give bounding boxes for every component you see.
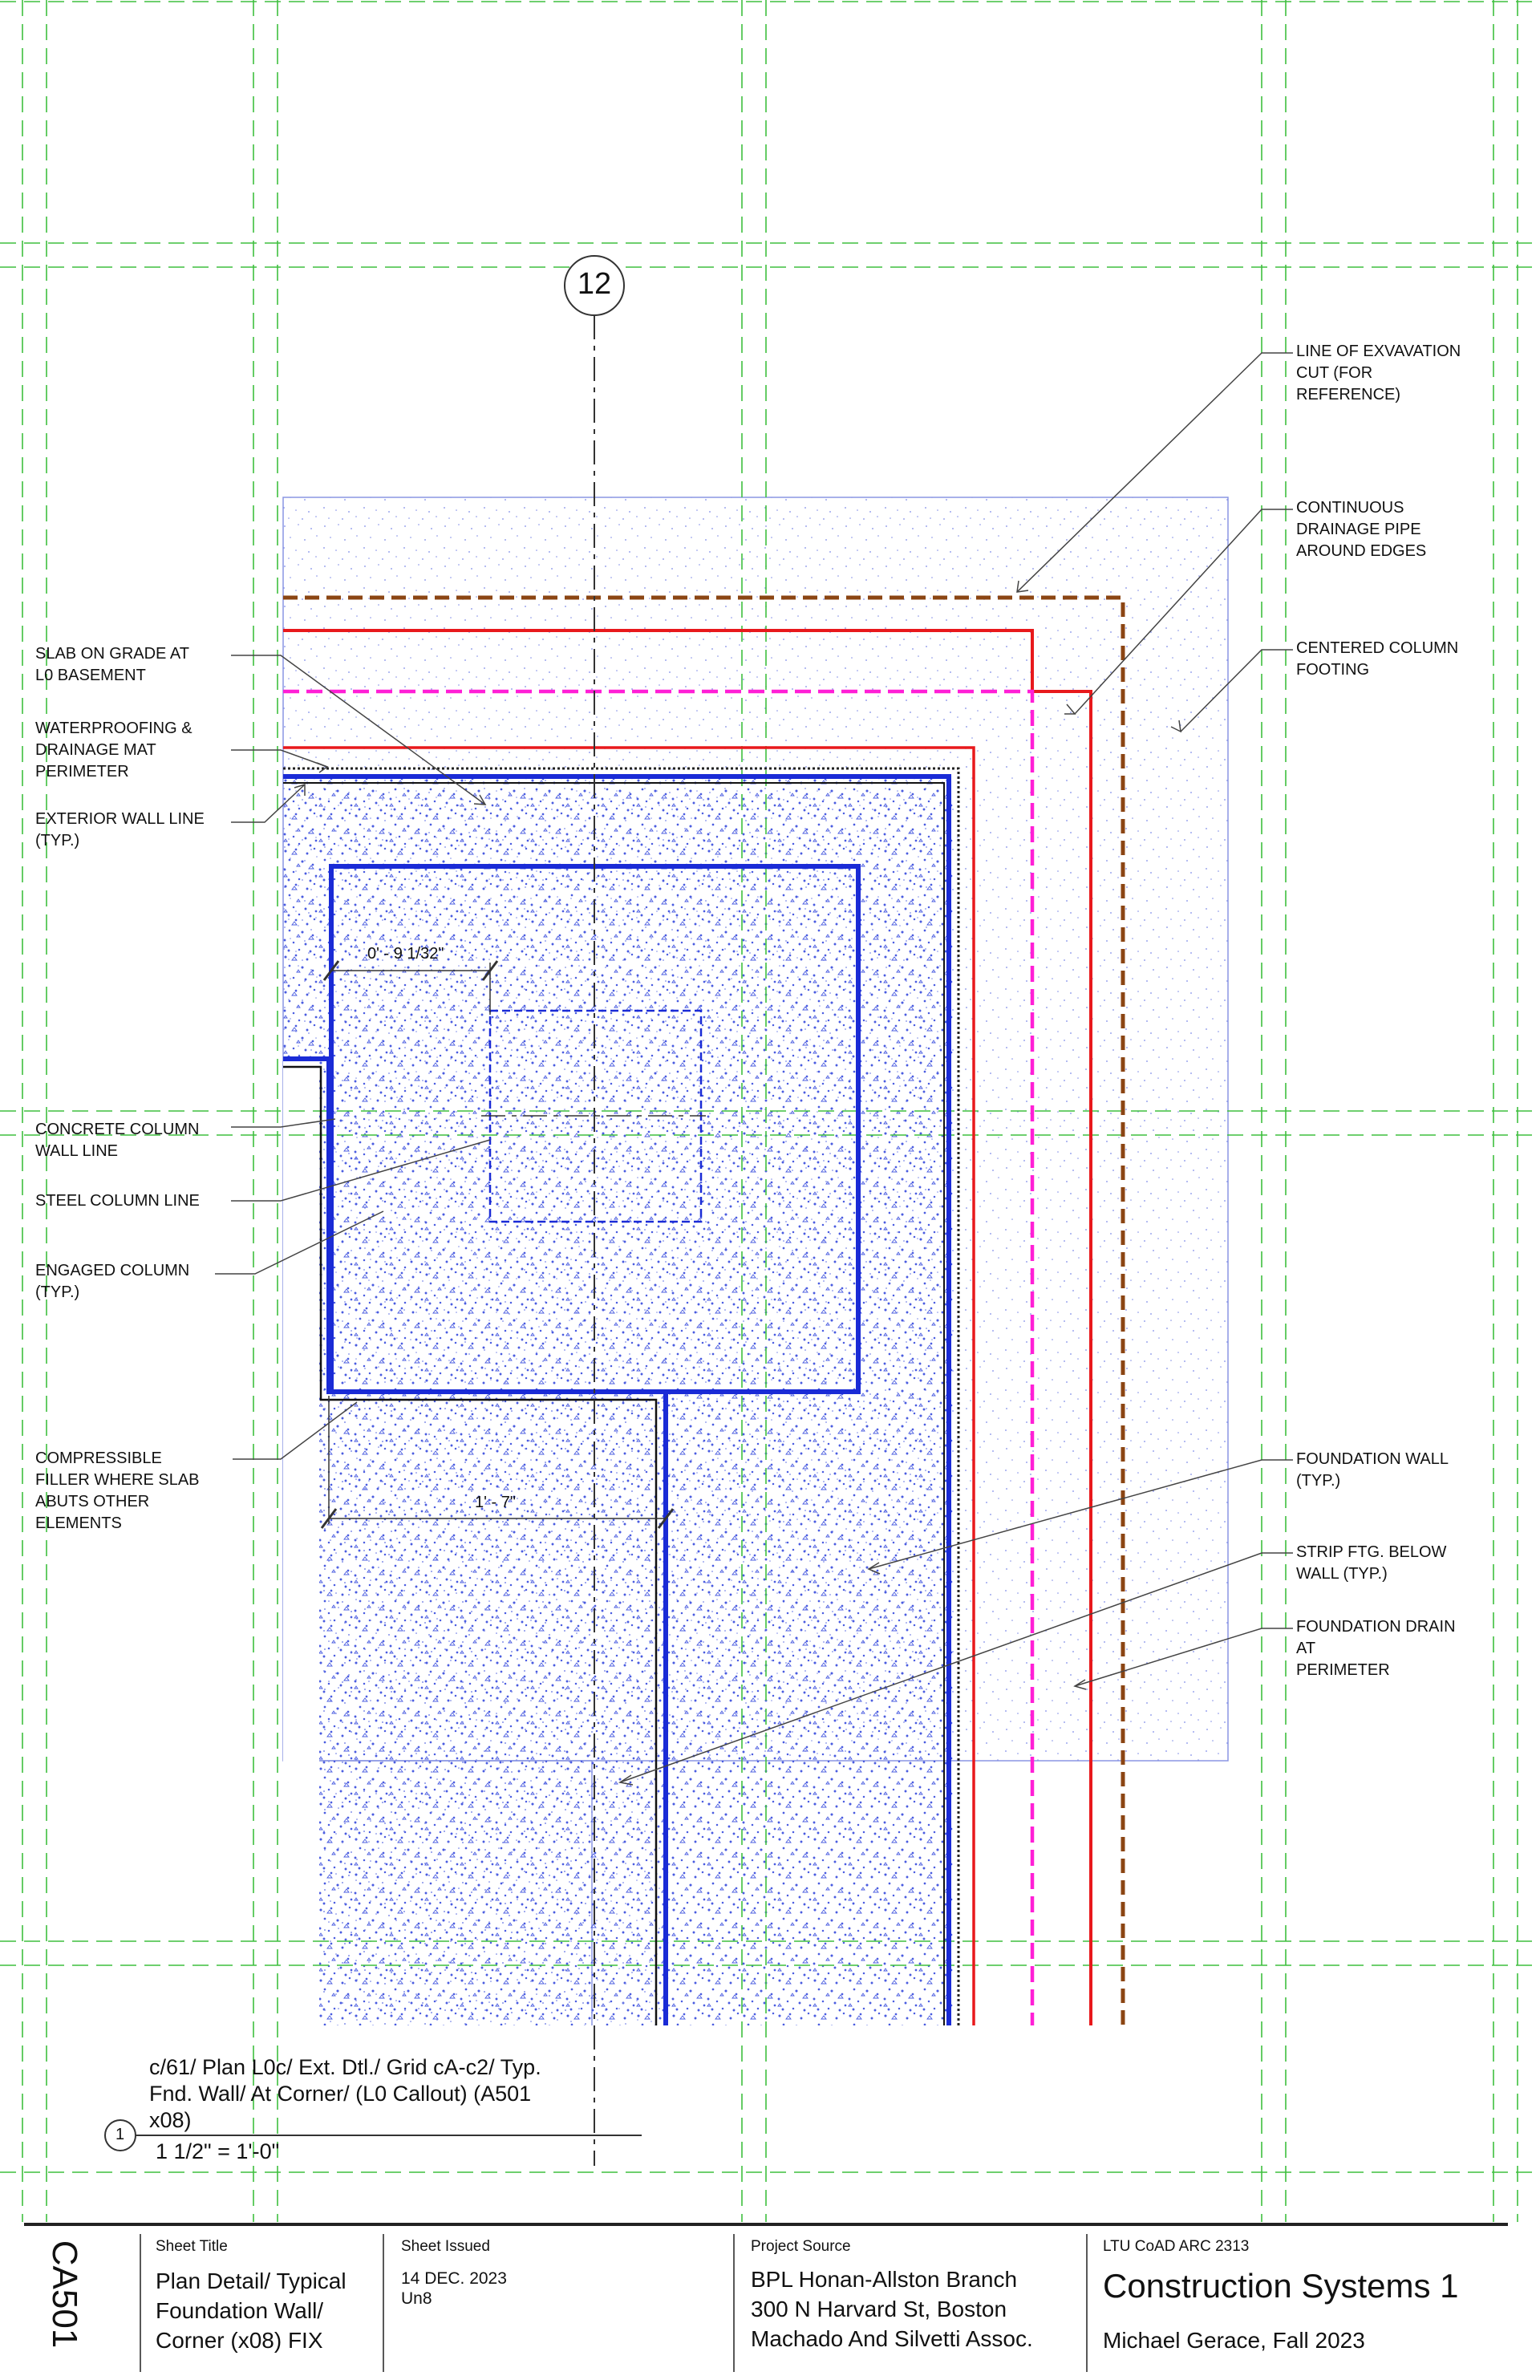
project-source: BPL Honan-Allston Branch 300 N Harvard S… <box>751 2267 1033 2351</box>
sheet-title: Plan Detail/ Typical Foundation Wall/ Co… <box>156 2269 346 2353</box>
annotation-strip-footing: STRIP FTG. BELOW WALL (TYP.) <box>1296 1543 1447 1583</box>
grid-bubble-label: 12 <box>577 267 612 301</box>
sheet-issued-code: Un8 <box>401 2289 432 2308</box>
view-scale: 1 1/2" = 1'-0" <box>156 2139 280 2163</box>
annotation-slab-on-grade: SLAB ON GRADE AT L0 BASEMENT <box>35 645 189 684</box>
leaders <box>215 352 1293 1783</box>
sheet-number: CA501 <box>45 2240 84 2349</box>
drainage-mat-line <box>283 767 960 2025</box>
sheet-title-label: Sheet Title <box>156 2238 228 2255</box>
sheet-issued-date: 14 DEC. 2023 <box>401 2269 507 2288</box>
annotation-drainage-pipe: CONTINUOUS DRAINAGE PIPE AROUND EDGES <box>1296 499 1427 560</box>
dimension-top <box>322 960 499 1015</box>
foundation-wall-outer <box>283 774 951 2025</box>
annotation-compressible-filler: COMPRESSIBLE FILLER WHERE SLAB ABUTS OTH… <box>35 1449 200 1532</box>
title-block-frame <box>24 2223 1508 2372</box>
annotation-concrete-column-wall-line: CONCRETE COLUMN WALL LINE <box>35 1121 200 1160</box>
waterproofing-line <box>283 746 975 2025</box>
leader-arrows <box>294 580 1181 1786</box>
annotation-excavation-cut: LINE OF EXVAVATION CUT (FOR REFERENCE) <box>1296 343 1461 403</box>
foundation-wall-outer-black <box>283 782 945 2025</box>
annotation-foundation-wall: FOUNDATION WALL (TYP.) <box>1296 1450 1449 1490</box>
concrete-column-wall-line <box>283 1065 658 2025</box>
annotation-exterior-wall-line: EXTERIOR WALL LINE (TYP.) <box>35 810 205 849</box>
annotation-column-footing: CENTERED COLUMN FOOTING <box>1296 639 1459 679</box>
reference-grid <box>0 0 1540 2222</box>
sheet-issued-label: Sheet Issued <box>401 2238 490 2255</box>
course-title: Construction Systems 1 <box>1103 2267 1459 2305</box>
annotation-waterproofing: WATERPROOFING & DRAINAGE MAT PERIMETER <box>35 720 192 780</box>
annotation-engaged-column: ENGAGED COLUMN (TYP.) <box>35 1262 190 1301</box>
course-label: LTU CoAD ARC 2313 <box>1103 2238 1250 2255</box>
view-title: c/61/ Plan L0c/ Ext. Dtl./ Grid cA-c2/ T… <box>149 2055 541 2132</box>
view-number: 1 <box>116 2126 125 2143</box>
grid-bubble <box>564 255 625 316</box>
slab-region <box>283 776 953 2025</box>
project-source-label: Project Source <box>751 2238 851 2255</box>
dimension-bottom-label: 1' - 7" <box>475 1494 516 1511</box>
annotation-foundation-drain: FOUNDATION DRAIN AT PERIMETER <box>1296 1618 1456 1679</box>
dimension-top-label: 0' - 9 1/32" <box>367 945 444 963</box>
annotation-steel-column-line: STEEL COLUMN LINE <box>35 1192 200 1210</box>
author: Michael Gerace, Fall 2023 <box>1103 2328 1365 2353</box>
drainage-pipe-line <box>283 689 1035 2025</box>
dimension-bottom <box>320 1396 675 1529</box>
